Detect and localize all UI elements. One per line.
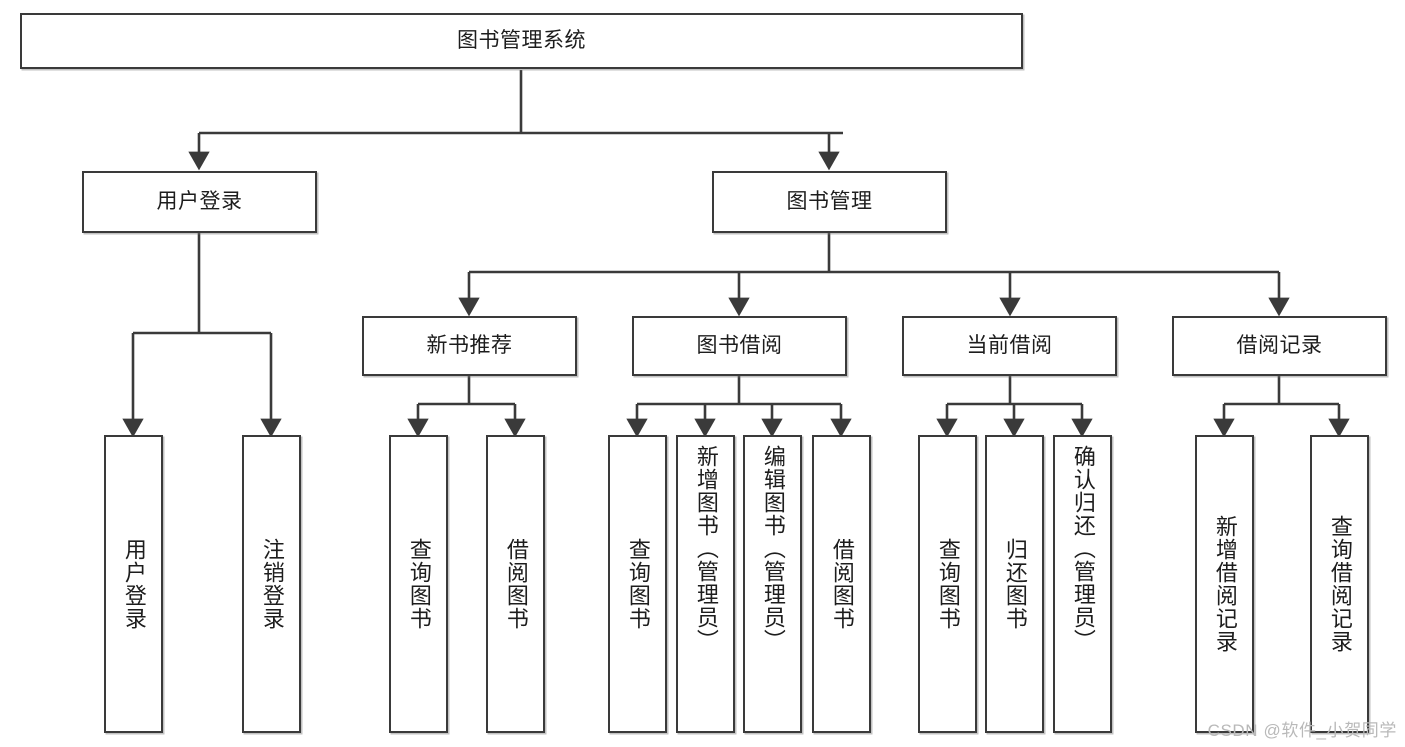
leaf-borrow-edit-book-admin[interactable]: 编辑图书（管理员） (743, 435, 802, 733)
leaf-recommend-query-book[interactable]: 查询图书 (389, 435, 448, 733)
node-label: 借阅记录 (1236, 333, 1323, 357)
node-new-book-recommend[interactable]: 新书推荐 (362, 316, 577, 376)
node-user-login[interactable]: 用户登录 (82, 171, 317, 233)
node-label: 查询借阅记录 (1327, 515, 1353, 653)
node-root-system[interactable]: 图书管理系统 (20, 13, 1023, 69)
leaf-record-add-record[interactable]: 新增借阅记录 (1195, 435, 1254, 733)
node-label: 新增图书（管理员） (693, 445, 719, 652)
leaf-current-return-book[interactable]: 归还图书 (985, 435, 1044, 733)
node-book-management[interactable]: 图书管理 (712, 171, 947, 233)
leaf-user-login-login[interactable]: 用户登录 (104, 435, 163, 733)
node-label: 查询图书 (935, 538, 961, 630)
node-label: 归还图书 (1002, 538, 1028, 630)
leaf-record-query-record[interactable]: 查询借阅记录 (1310, 435, 1369, 733)
leaf-recommend-borrow-book[interactable]: 借阅图书 (486, 435, 545, 733)
node-label: 用户登录 (156, 189, 243, 213)
node-label: 确认归还（管理员） (1070, 445, 1096, 652)
node-label: 编辑图书（管理员） (760, 445, 786, 652)
node-label: 图书管理系统 (457, 28, 586, 52)
node-label: 注销登录 (259, 538, 285, 630)
node-book-borrow[interactable]: 图书借阅 (632, 316, 847, 376)
node-label: 当前借阅 (966, 333, 1053, 357)
node-label: 用户登录 (121, 538, 147, 630)
leaf-current-confirm-return-admin[interactable]: 确认归还（管理员） (1053, 435, 1112, 733)
node-label: 新增借阅记录 (1212, 515, 1238, 653)
edge-group-root (122, 70, 1350, 438)
node-label: 图书管理 (786, 189, 873, 213)
node-label: 借阅图书 (503, 538, 529, 630)
node-current-borrow[interactable]: 当前借阅 (902, 316, 1117, 376)
leaf-borrow-borrow-book[interactable]: 借阅图书 (812, 435, 871, 733)
node-borrow-record[interactable]: 借阅记录 (1172, 316, 1387, 376)
leaf-current-query-book[interactable]: 查询图书 (918, 435, 977, 733)
node-label: 借阅图书 (829, 538, 855, 630)
leaf-borrow-add-book-admin[interactable]: 新增图书（管理员） (676, 435, 735, 733)
leaf-user-login-logout[interactable]: 注销登录 (242, 435, 301, 733)
node-label: 查询图书 (406, 538, 432, 630)
node-label: 新书推荐 (426, 333, 513, 357)
leaf-borrow-query-book[interactable]: 查询图书 (608, 435, 667, 733)
node-label: 图书借阅 (696, 333, 783, 357)
node-label: 查询图书 (625, 538, 651, 630)
